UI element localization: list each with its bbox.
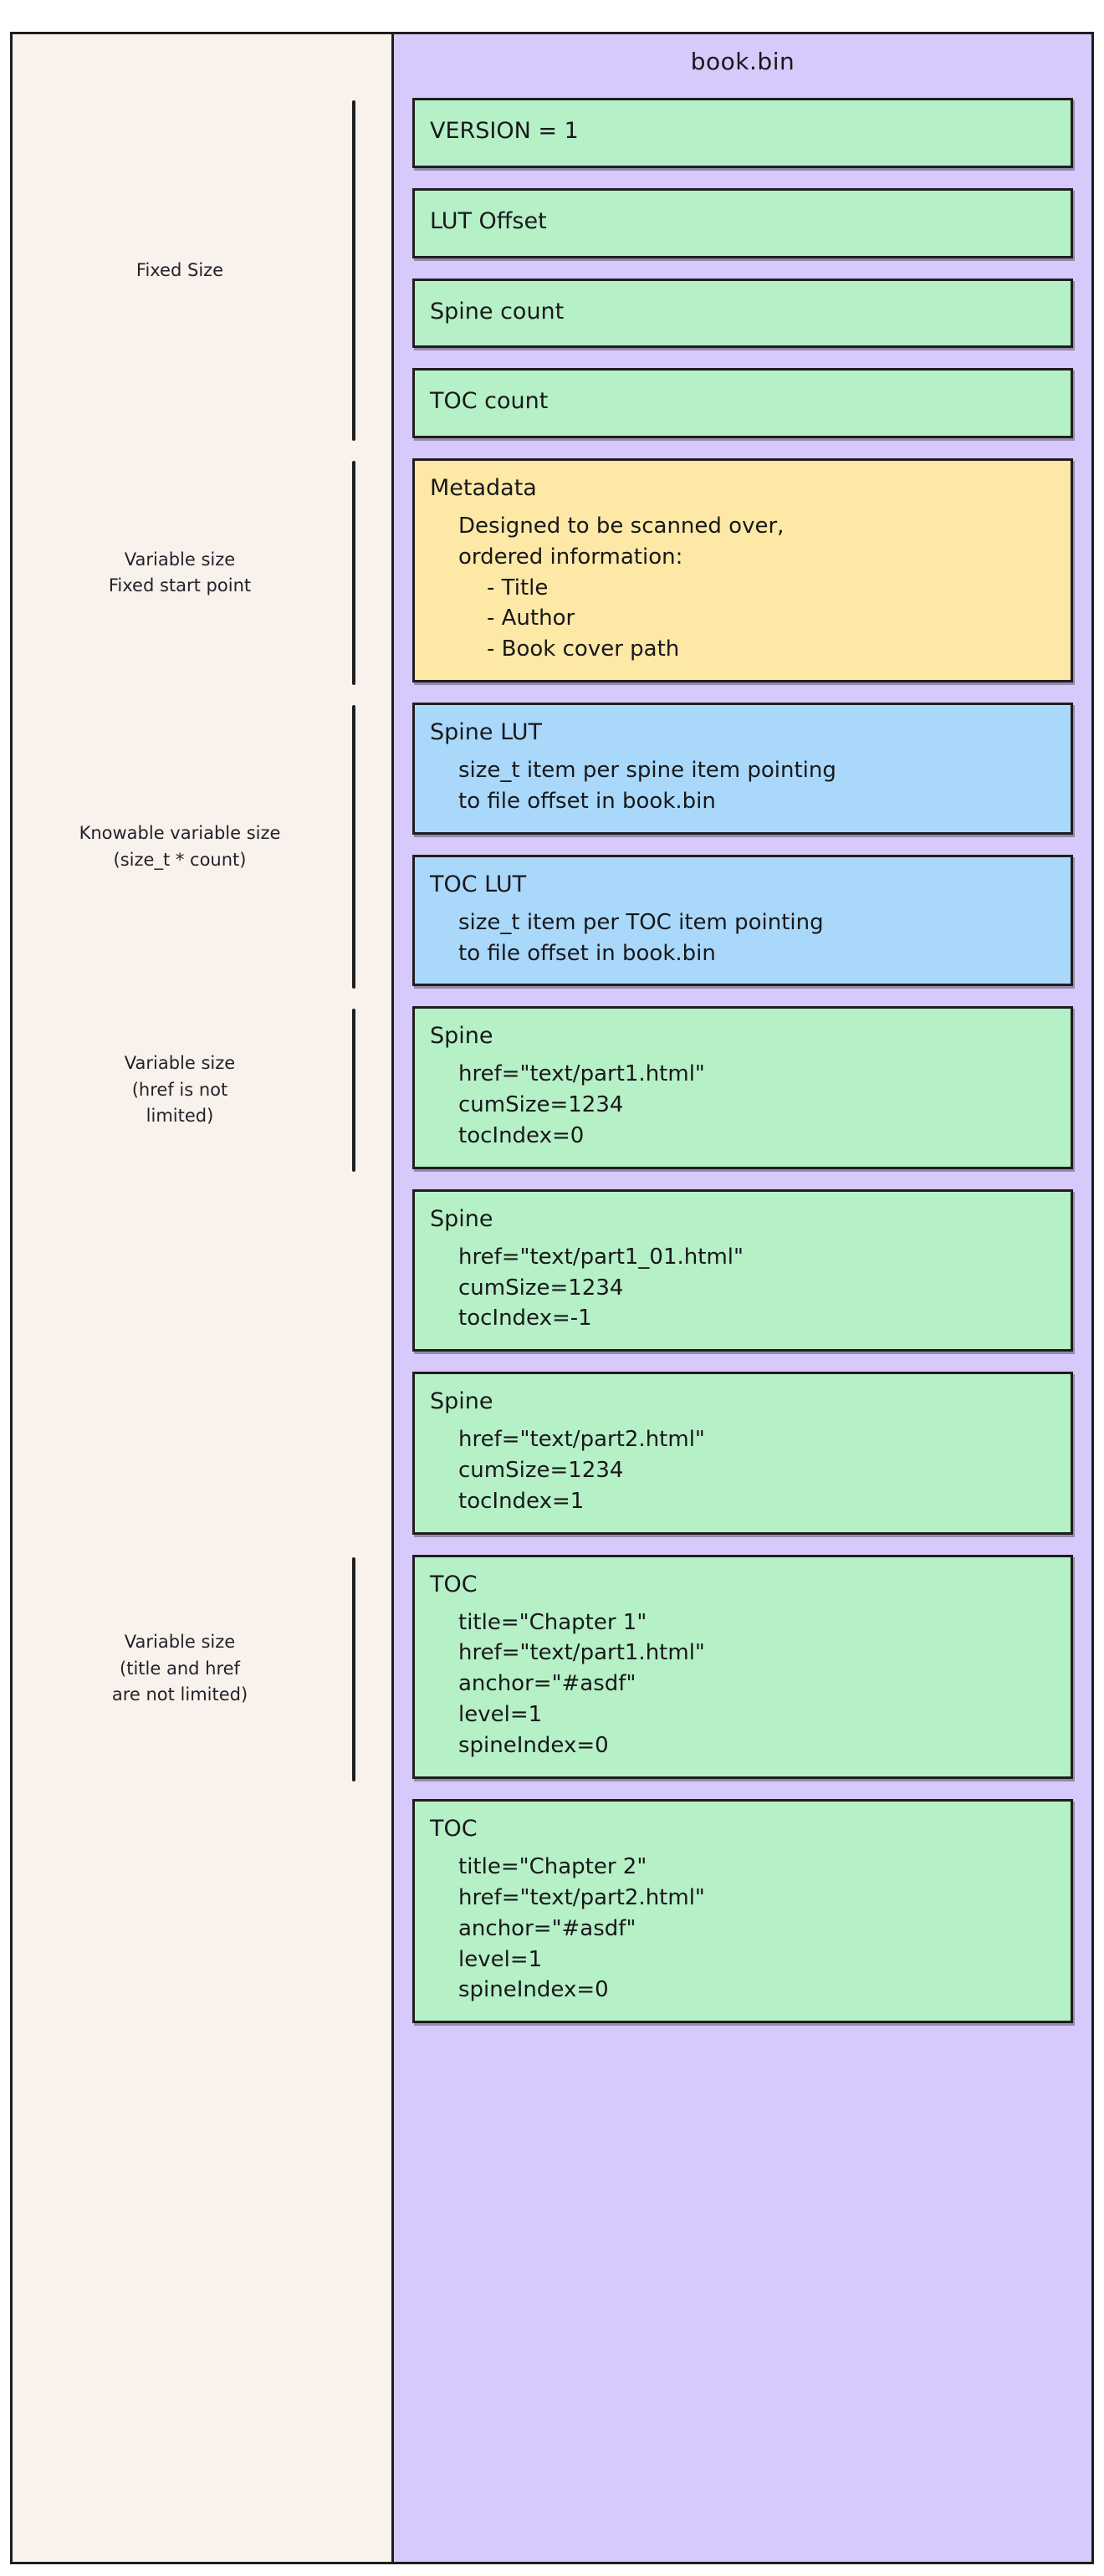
block-line: ordered information: [458,544,683,570]
annotation-variable-href: Variable size (href is not limited) [124,1053,236,1127]
block-line: anchor="#asdf" [458,1915,636,1941]
annotation-variable-fixed-start: Variable size Fixed start point [108,549,252,596]
block-line: size_t item per TOC item pointing [458,909,824,935]
block-line: level=1 [458,1702,543,1728]
block-line: spineIndex=0 [458,1977,609,2003]
group-bracket-variable-fixed-start [352,461,355,686]
block-line: to file offset in book.bin [458,940,716,966]
block-title: TOC LUT [430,871,527,897]
block-line: to file offset in book.bin [458,788,716,814]
block-line: - Book cover path [487,636,680,662]
block-line: level=1 [458,1946,543,1972]
block-lines: href="text/part1.html" cumSize=1234 tocInd… [430,1059,1055,1152]
block-title: Spine count [430,298,565,325]
block-line: href="text/part1.html" [458,1061,705,1087]
block-spine-3: Spine href="text/part2.html" cumSize=1234 t… [412,1372,1073,1535]
block-spine-count: Spine count [412,278,1073,349]
annotation-variable-title-href: Variable size (title and href are not li… [111,1632,248,1705]
block-line: href="text/part1_01.html" [458,1244,744,1270]
block-lines: href="text/part1_01.html" cumSize=1234 toc… [430,1242,1055,1335]
block-line: anchor="#asdf" [458,1671,636,1697]
block-lines: title="Chapter 2" href="text/part2.html" a… [430,1852,1055,2006]
block-title: Spine [430,1388,493,1415]
block-toc-count: TOC count [412,368,1073,438]
block-lines: size_t item per TOC item pointing to file… [430,907,1055,969]
block-title: TOC [430,1571,478,1597]
block-toc-lut: TOC LUT size_t item per TOC item pointing… [412,854,1073,987]
block-spine-2: Spine href="text/part1_01.html" cumSize=12… [412,1188,1073,1352]
block-toc-2: TOC title="Chapter 2" href="text/part2.htm… [412,1799,1073,2024]
block-line: - Title [487,575,549,601]
block-line: - Author [487,606,575,631]
page-title: book.bin [690,48,795,75]
block-line: href="text/part1.html" [458,1640,705,1666]
annotation-knowable-variable-size: Knowable variable size (size_t * count) [79,823,281,870]
block-line: size_t item per spine item pointing [458,758,836,784]
block-line: cumSize=1234 [458,1275,624,1301]
block-line: cumSize=1234 [458,1092,624,1118]
block-title: TOC count [430,388,549,415]
block-line: title="Chapter 2" [458,1853,647,1879]
group-bracket-variable-title-href [352,1556,355,1782]
block-line: tocIndex=1 [458,1488,585,1514]
block-line: tocIndex=-1 [458,1306,592,1331]
block-line: title="Chapter 1" [458,1609,647,1635]
block-lines: size_t item per spine item pointing to fi… [430,755,1055,817]
block-title: VERSION = 1 [430,118,579,144]
block-title: Spine LUT [430,719,543,746]
block-title: Metadata [430,475,537,501]
block-version: VERSION = 1 [412,98,1073,168]
block-line: Designed to be scanned over, [458,513,785,539]
block-toc-1: TOC title="Chapter 1" href="text/part1.htm… [412,1554,1073,1780]
group-bracket-fixed-size [352,100,355,441]
block-line: href="text/part2.html" [458,1427,705,1453]
block-line: spineIndex=0 [458,1733,609,1759]
block-title: TOC [430,1816,478,1843]
block-line: cumSize=1234 [458,1458,624,1483]
block-title: LUT Offset [430,207,547,234]
block-line: tocIndex=0 [458,1122,585,1148]
block-title: Spine [430,1023,493,1050]
block-line: href="text/part2.html" [458,1884,705,1910]
group-bracket-knowable-variable-size [352,705,355,989]
block-title: Spine [430,1205,493,1232]
block-lines: Designed to be scanned over, ordered info… [430,511,1055,666]
block-lines: title="Chapter 1" href="text/part1.html" a… [430,1607,1055,1762]
group-bracket-variable-href [352,1009,355,1172]
block-spine-1: Spine href="text/part1.html" cumSize=1234 t… [412,1006,1073,1169]
block-lines: href="text/part2.html" cumSize=1234 tocInd… [430,1424,1055,1517]
annotation-fixed-size: Fixed Size [135,259,224,280]
block-lut-offset: LUT Offset [412,187,1073,258]
block-spine-lut: Spine LUT size_t item per spine item poin… [412,703,1073,835]
